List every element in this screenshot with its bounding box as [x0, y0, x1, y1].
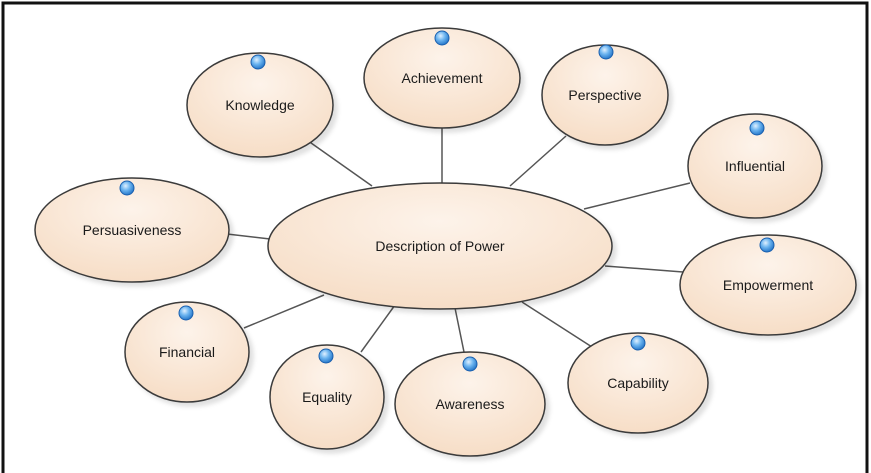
- connector-awareness: [454, 307, 465, 353]
- node-capability-label: Capability: [607, 375, 668, 391]
- connector-lines: [226, 128, 691, 353]
- node-influential-label: Influential: [725, 158, 785, 174]
- node-achievement[interactable]: Achievement: [363, 27, 521, 129]
- connector-persuasiveness: [226, 233, 271, 240]
- node-equality[interactable]: Equality: [269, 344, 385, 450]
- central-node-label: Description of Power: [375, 238, 505, 254]
- blue-sphere-icon: [119, 180, 135, 196]
- blue-sphere-icon: [250, 54, 266, 70]
- connector-equality: [360, 304, 396, 353]
- connector-knowledge: [303, 137, 373, 187]
- node-knowledge[interactable]: Knowledge: [186, 52, 334, 158]
- node-achievement-label: Achievement: [402, 70, 483, 86]
- node-financial[interactable]: Financial: [124, 301, 250, 403]
- node-capability-shape[interactable]: [567, 332, 709, 434]
- central-node-shape[interactable]: [267, 182, 613, 310]
- node-knowledge-label: Knowledge: [225, 97, 294, 113]
- node-perspective-label: Perspective: [568, 87, 641, 103]
- node-achievement-shape[interactable]: [363, 27, 521, 129]
- node-empowerment-label: Empowerment: [723, 277, 813, 293]
- blue-sphere-icon: [178, 305, 194, 321]
- connector-influential: [583, 182, 691, 210]
- node-capability[interactable]: Capability: [567, 332, 709, 434]
- blue-sphere-icon: [434, 30, 450, 46]
- node-knowledge-shape[interactable]: [186, 52, 334, 158]
- node-financial-label: Financial: [159, 344, 215, 360]
- node-financial-shape[interactable]: [124, 301, 250, 403]
- node-influential[interactable]: Influential: [687, 113, 823, 219]
- node-persuasiveness[interactable]: Persuasiveness: [34, 177, 230, 283]
- blue-sphere-icon: [462, 356, 478, 372]
- node-influential-shape[interactable]: [687, 113, 823, 219]
- blue-sphere-icon: [598, 44, 614, 60]
- connector-empowerment: [604, 265, 684, 273]
- node-awareness-label: Awareness: [435, 396, 504, 412]
- blue-sphere-icon: [759, 237, 775, 253]
- connector-perspective: [509, 135, 567, 187]
- central-node[interactable]: Description of Power: [267, 182, 613, 310]
- connector-financial: [243, 294, 325, 329]
- node-perspective[interactable]: Perspective: [541, 44, 669, 146]
- node-awareness-shape[interactable]: [394, 351, 546, 457]
- node-equality-label: Equality: [302, 389, 352, 405]
- blue-sphere-icon: [630, 335, 646, 351]
- node-empowerment[interactable]: Empowerment: [679, 234, 857, 336]
- node-awareness[interactable]: Awareness: [394, 351, 546, 457]
- connector-capability: [521, 301, 593, 348]
- blue-sphere-icon: [749, 120, 765, 136]
- node-persuasiveness-label: Persuasiveness: [83, 222, 182, 238]
- node-empowerment-shape[interactable]: [679, 234, 857, 336]
- node-persuasiveness-shape[interactable]: [34, 177, 230, 283]
- blue-sphere-icon: [318, 348, 334, 364]
- node-equality-shape[interactable]: [269, 344, 385, 450]
